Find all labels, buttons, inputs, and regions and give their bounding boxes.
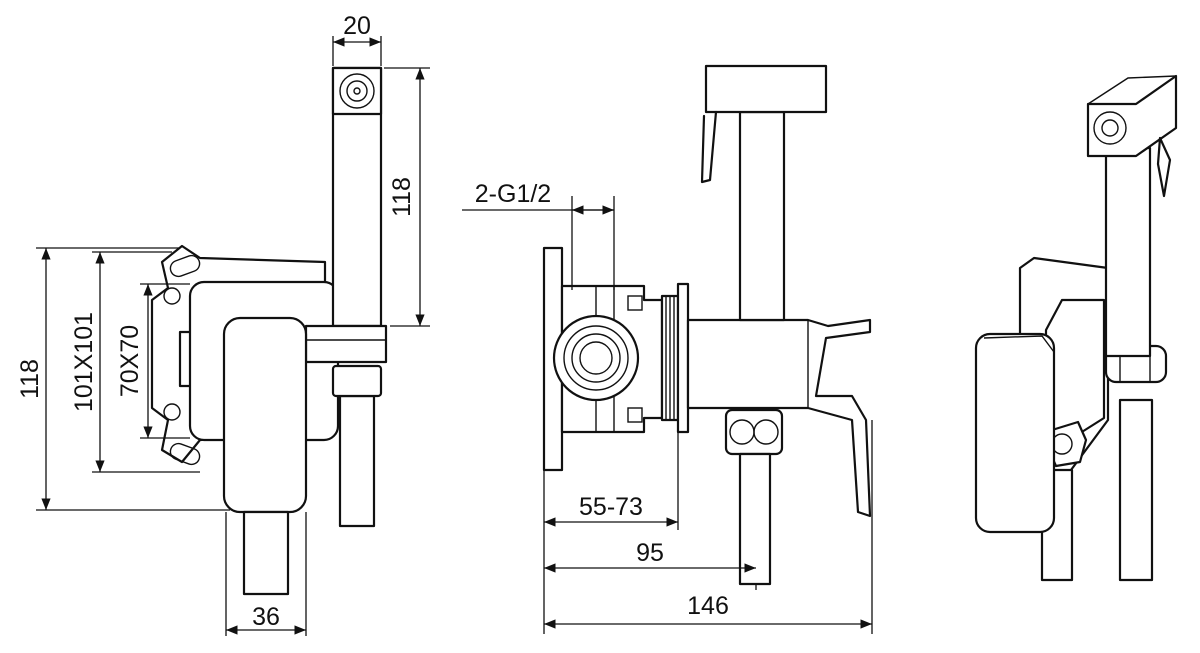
- cover-plate: [676, 282, 690, 434]
- spray-holder: [304, 324, 388, 364]
- bracket-slot-bottom: [169, 442, 201, 466]
- dim-depth-range: 55-73: [579, 493, 643, 521]
- dim-plate-size: 101X101: [70, 312, 98, 412]
- persp-hose-right: [1118, 398, 1154, 582]
- dim-thread: 2-G1/2: [475, 180, 551, 208]
- bracket-screw-top: [163, 287, 181, 305]
- bracket-slot-top: [169, 254, 201, 278]
- mixer-lever: [222, 316, 308, 514]
- hose-side: [738, 452, 772, 586]
- side-dimensions: 2-G1/2 55-73 95 146: [462, 180, 873, 634]
- holder-column: [738, 110, 786, 322]
- dim-spray-height: 118: [388, 177, 416, 217]
- front-view: [150, 66, 388, 596]
- inlet-connector: [552, 314, 640, 402]
- mixer-body: [686, 318, 872, 518]
- persp-spray-handle: [1104, 146, 1152, 358]
- dim-total-depth: 146: [687, 592, 729, 620]
- dim-spray-width: 20: [343, 12, 371, 40]
- spray-trigger: [700, 110, 718, 184]
- perspective-view: [974, 74, 1178, 582]
- persp-lever: [974, 332, 1056, 534]
- dim-box-height: 118: [16, 359, 44, 399]
- hose-right: [338, 394, 376, 528]
- base-pipe: [242, 510, 290, 596]
- side-view: [542, 64, 872, 586]
- bracket-screw-bottom: [163, 403, 181, 421]
- spray-head: [331, 66, 383, 116]
- hose-nut: [331, 364, 383, 398]
- persp-trigger: [1156, 136, 1172, 198]
- dim-base-width: 36: [252, 603, 280, 631]
- holder-top: [704, 64, 828, 114]
- spray-nozzle: [339, 73, 375, 109]
- dim-box-size: 70X70: [116, 325, 144, 397]
- dim-depth-outlet: 95: [636, 539, 664, 567]
- persp-nozzle: [1093, 111, 1127, 145]
- front-dimensions: 20 118 118 101X101 70X70 36: [16, 12, 430, 636]
